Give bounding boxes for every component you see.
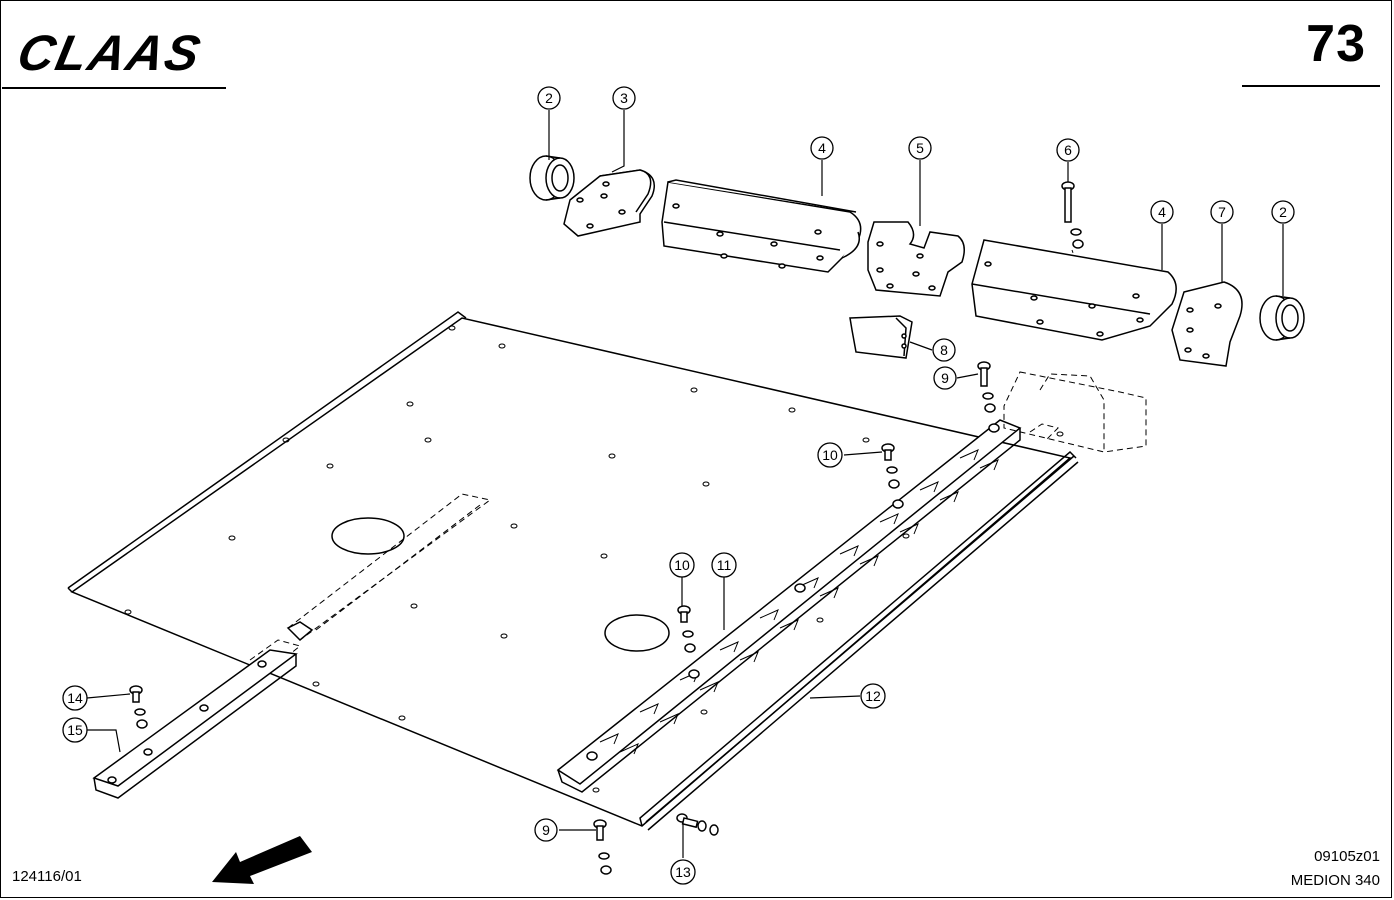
callouts [62,86,1295,885]
part-15-strip [92,649,298,799]
callout-7: 7 [1218,204,1226,220]
part-8-holder [849,315,913,359]
callout-9-upper: 9 [941,370,949,386]
part-5-coupling [867,221,965,297]
bolt-9-upper [977,361,996,413]
claas-logo: CLAAS [13,25,207,81]
callout-5: 5 [916,140,924,156]
bolt-9-lower [593,819,612,875]
floor-plate [67,311,1077,827]
callout-6: 6 [1064,142,1072,158]
part-4-housing-right [971,239,1177,341]
bolt-13 [676,813,719,836]
callout-15: 15 [67,722,83,738]
part-2-roller-right [1259,295,1305,341]
callout-10-upper: 10 [822,447,838,463]
callout-8: 8 [940,342,948,358]
callout-9-lower: 9 [542,822,550,838]
part-11-perforated-strip [556,419,1022,793]
page-number: 73 [1306,15,1366,73]
callout-4-left: 4 [818,140,826,156]
bolt-14 [129,685,148,729]
callout-12: 12 [865,688,881,704]
callout-11: 11 [717,557,732,573]
callout-2-left: 2 [545,90,553,106]
callout-4-right: 4 [1158,204,1166,220]
leader-lines [86,110,1284,858]
part-7-bracket [1171,281,1243,367]
part-4-housing-left [661,179,862,273]
drawing-number-right: 09105z01 [1314,848,1380,865]
part-12-side-rail [645,455,1079,831]
arrow-down-left-icon [212,836,312,884]
part-2-roller-left [529,155,575,201]
model-name: MEDION 340 [1290,872,1380,889]
callout-labels: 2 3 4 5 6 4 7 2 8 9 10 10 11 12 14 15 9 … [67,90,1287,880]
svg-text:CLAAS: CLAAS [13,25,207,81]
callout-13: 13 [675,864,691,880]
bolt-10-upper [881,443,900,489]
part-3-bracket [563,169,655,237]
bolt-10-lower [677,605,696,653]
phantom-tube [1003,371,1147,453]
callout-2-right: 2 [1279,204,1287,220]
callout-3: 3 [620,90,628,106]
drawing-number-left: 124116/01 [12,868,82,885]
callout-10-lower: 10 [674,557,690,573]
callout-14: 14 [67,690,83,706]
